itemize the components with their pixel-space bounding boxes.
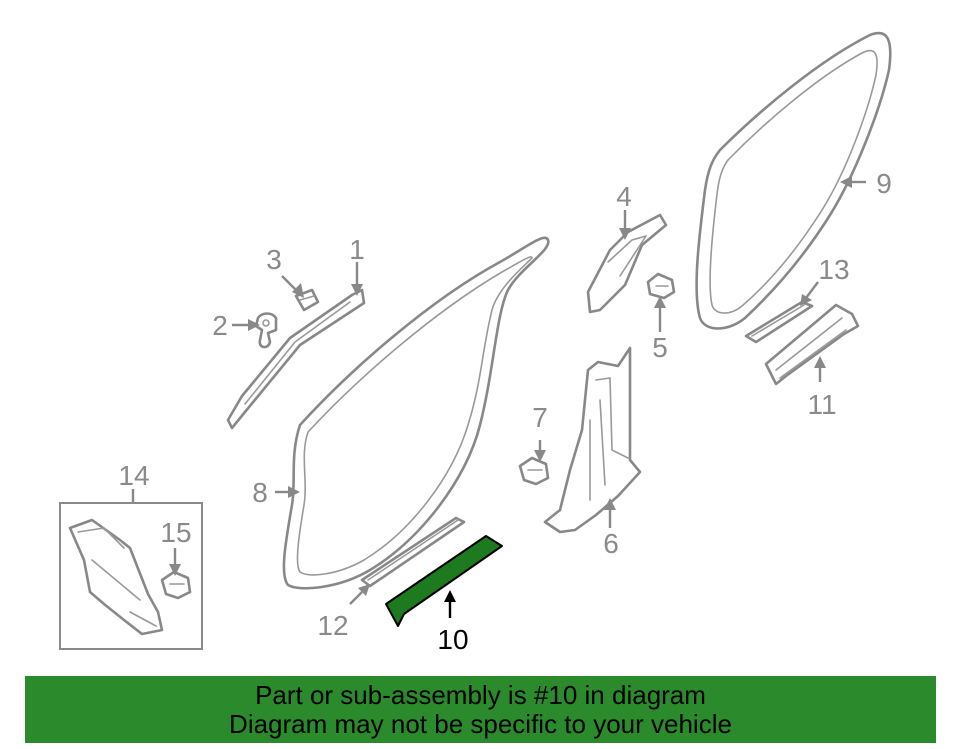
part-9-rear-weatherstrip [695,31,892,330]
callout-12: 12 [317,610,348,641]
part-14-inset [59,502,203,650]
part-4-center-pillar-upper [586,213,668,314]
part-5-bolt [646,272,676,300]
callout-4: 4 [616,181,632,212]
part-12-front-scuff [360,516,466,588]
callout-13: 13 [818,254,849,285]
callout-2: 2 [212,310,228,341]
callout-14: 14 [118,460,149,491]
callout-5: 5 [652,332,668,363]
callout-7: 7 [532,402,548,433]
banner-line-1: Part or sub-assembly is #10 in diagram [255,679,706,710]
callout-3: 3 [266,244,282,275]
callout-numbers: 1 2 3 4 5 6 7 8 9 10 11 12 13 14 15 [118,168,891,655]
callout-9: 9 [876,168,892,199]
callout-11: 11 [807,389,836,420]
part-7-bolt [518,456,550,486]
banner-line-2: Diagram may not be specific to your vehi… [229,708,732,739]
callout-1: 1 [349,234,365,265]
part-2-clip [254,312,278,349]
callout-15: 15 [160,517,191,548]
part-13-rear-scuff-small [744,300,814,344]
callout-10: 10 [437,624,468,655]
callout-6: 6 [603,528,619,559]
callout-8: 8 [252,477,268,508]
leader-lines [131,176,866,618]
part-1-front-pillar-garnish [226,288,366,430]
info-banner: Part or sub-assembly is #10 in diagram D… [25,676,936,743]
part-3-clip [294,288,320,312]
part-10-front-kicking-plate [385,535,503,627]
part-11-rear-kicking-plate [764,303,860,386]
part-6-center-pillar-lower [543,346,642,534]
part-8-front-weatherstrip [282,236,550,590]
